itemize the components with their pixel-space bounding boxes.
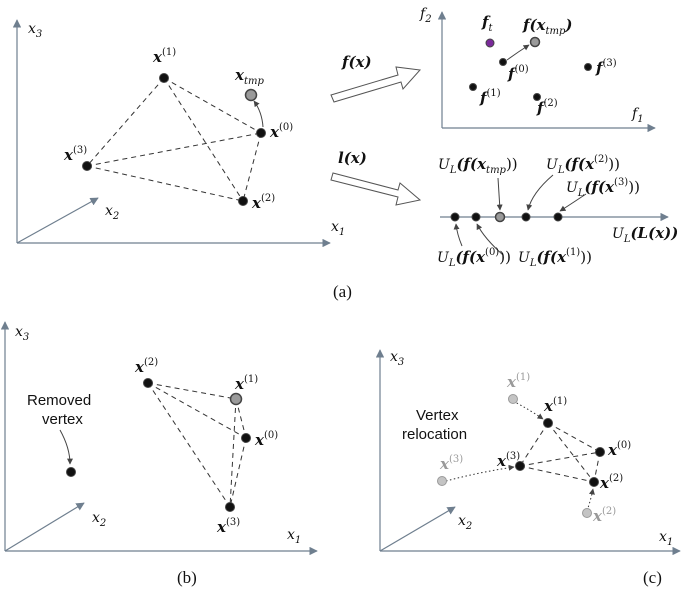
c-label-x0: x(0) (607, 440, 631, 459)
b-vertex-x2 (143, 378, 153, 388)
utility-line-space: UL(L(x)) UL(f(xtmp)) UL(f(x(2))) UL(f(x(… (437, 154, 678, 269)
label-f-xtmp: f(xtmp) (522, 16, 573, 37)
point-f2 (533, 93, 541, 101)
b-x1-label: x1 (287, 527, 301, 546)
label-ft: ft (481, 13, 493, 34)
label-x0: x(0) (269, 122, 293, 141)
caption-c: (c) (643, 568, 662, 587)
c-label-ghost-x1: x(1) (506, 372, 530, 391)
f-map-arrow (330, 66, 422, 103)
label-f0: f(0) (507, 64, 529, 83)
c-ghost-x3 (437, 476, 447, 486)
line-point-1 (471, 212, 481, 222)
x2-axis-label: x2 (105, 203, 119, 222)
vertex-x0 (256, 128, 266, 138)
b-x2-label: x2 (92, 510, 106, 529)
caption-b: (b) (177, 568, 197, 587)
c-vertex-x0 (595, 447, 605, 457)
c-note-2: relocation (402, 426, 467, 443)
f1-axis-label: f1 (631, 106, 644, 125)
l-map-arrow (330, 172, 422, 206)
x2-axis (16, 197, 99, 244)
label-x2: x(2) (251, 193, 275, 212)
c-x3-label: x3 (390, 349, 404, 368)
label-ul-0: UL(f(x(0))) (437, 247, 511, 269)
c-label-ghost-x3: x(3) (439, 454, 463, 473)
b-label-x0: x(0) (254, 430, 278, 449)
objective-move-arrow (506, 44, 530, 61)
b-removed-vertex (66, 467, 76, 477)
b-vertex-x3 (225, 502, 235, 512)
c-x1-label: x1 (659, 529, 673, 548)
l-map-label: l(x) (338, 149, 367, 167)
label-ul-3: UL(f(x(3))) (566, 177, 640, 199)
c-vertex-x2 (589, 477, 599, 487)
point-f-xtmp (529, 36, 541, 48)
b-removed-label-1: Removed (27, 392, 91, 409)
panel-a-decision-space: x3 x1 x2 x(1) x(3) x(0) x(2) xtmp (12, 19, 345, 248)
caption-a: (a) (333, 282, 352, 301)
label-ul-tmp: UL(f(xtmp)) (438, 155, 518, 176)
label-x3: x(3) (63, 145, 87, 164)
point-f1 (469, 83, 477, 91)
mapping-arrows: f(x) l(x) (330, 53, 422, 206)
label-f1: f(1) (479, 88, 501, 107)
b-label-x2: x(2) (134, 357, 158, 376)
b-label-x3: x(3) (216, 517, 240, 536)
c-label-x1: x(1) (543, 396, 567, 415)
label-ul-2: UL(f(x(2))) (546, 154, 620, 176)
utility-axis-label: UL(L(x)) (612, 224, 678, 245)
point-f3 (584, 63, 592, 71)
b-vertex-x0 (241, 433, 251, 443)
line-point-0 (450, 212, 460, 222)
label-x1: x(1) (152, 47, 176, 66)
c-note-1: Vertex (416, 407, 459, 424)
line-point-tmp (494, 211, 506, 223)
simplex-edges (86, 77, 262, 202)
target-point-ft (485, 38, 495, 48)
label-xtmp: xtmp (234, 66, 264, 87)
b-x3-label: x3 (15, 324, 29, 343)
c-x2-label: x2 (458, 513, 472, 532)
reflection-arrow (253, 100, 264, 128)
vertex-x3 (82, 161, 92, 171)
c-label-x2: x(2) (599, 473, 623, 492)
objective-space: f2 f1 ft f(xtmp) f(0) f(3) f(1) f(2) (419, 6, 656, 133)
line-point-2 (521, 212, 531, 222)
b-removed-label-2: vertex (42, 411, 83, 428)
point-f0 (499, 58, 507, 66)
line-point-3 (553, 212, 563, 222)
panel-b: x3 x1 x2 Removed vertex x(2) x(1) x(0) x… (0, 321, 318, 556)
b-vertex-x1 (229, 392, 243, 406)
label-f3: f(3) (595, 58, 617, 77)
x1-axis-label: x1 (331, 219, 345, 238)
label-ul-1: UL(f(x(1))) (518, 247, 592, 269)
c-vertex-x1 (543, 418, 553, 428)
label-f2: f(2) (536, 98, 558, 117)
c-label-x3: x(3) (496, 451, 520, 470)
c-ghost-x2 (582, 508, 592, 518)
f-map-label: f(x) (341, 53, 372, 71)
vertex-x1 (159, 73, 169, 83)
vertex-xtmp (244, 88, 258, 102)
b-label-x1: x(1) (234, 374, 258, 393)
vertex-x2 (238, 196, 248, 206)
c-ghost-x1 (508, 394, 518, 404)
c-label-ghost-x2: x(2) (592, 506, 616, 525)
x3-axis-label: x3 (28, 21, 42, 40)
c-vertex-x3 (515, 461, 525, 471)
f2-axis-label: f2 (419, 6, 432, 25)
panel-c: x3 x1 x2 Vertex relocation x(1) x(1) x(0… (375, 349, 681, 556)
